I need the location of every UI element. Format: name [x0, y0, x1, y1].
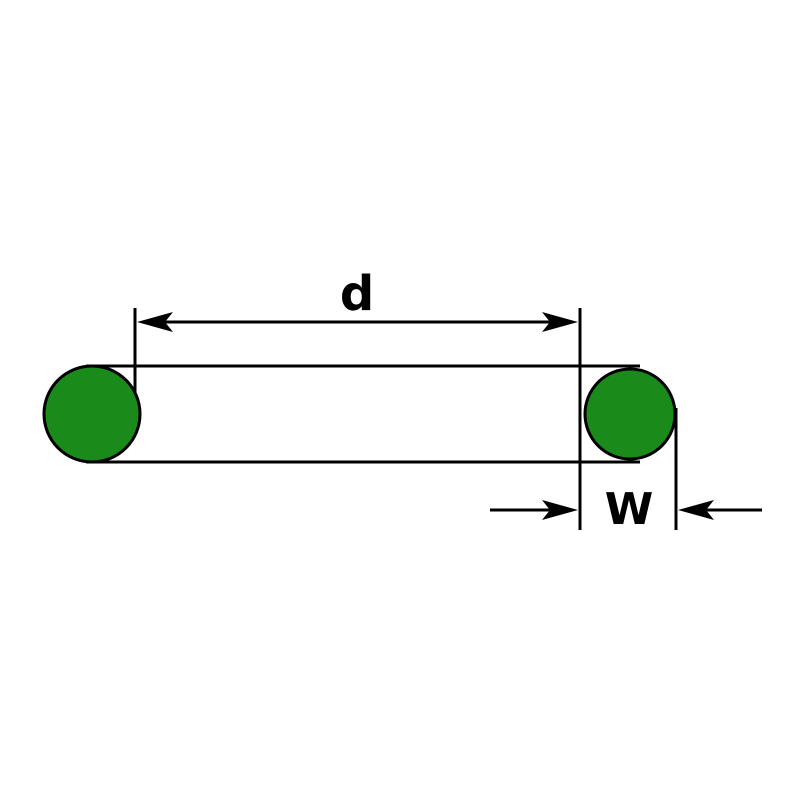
oring-right-cross-section — [583, 367, 677, 461]
d-left-arrowhead-icon — [137, 312, 173, 332]
oring-left-cross-section — [42, 364, 142, 464]
d-right-arrowhead-icon — [542, 312, 578, 332]
diagram-linework — [86, 308, 762, 530]
inner-diameter-label: d — [340, 266, 374, 322]
cross-section-width-label: W — [605, 484, 654, 535]
diagram-arrowheads — [137, 312, 714, 520]
w-left-arrowhead-icon — [542, 500, 578, 520]
w-right-arrowhead-icon — [678, 500, 714, 520]
